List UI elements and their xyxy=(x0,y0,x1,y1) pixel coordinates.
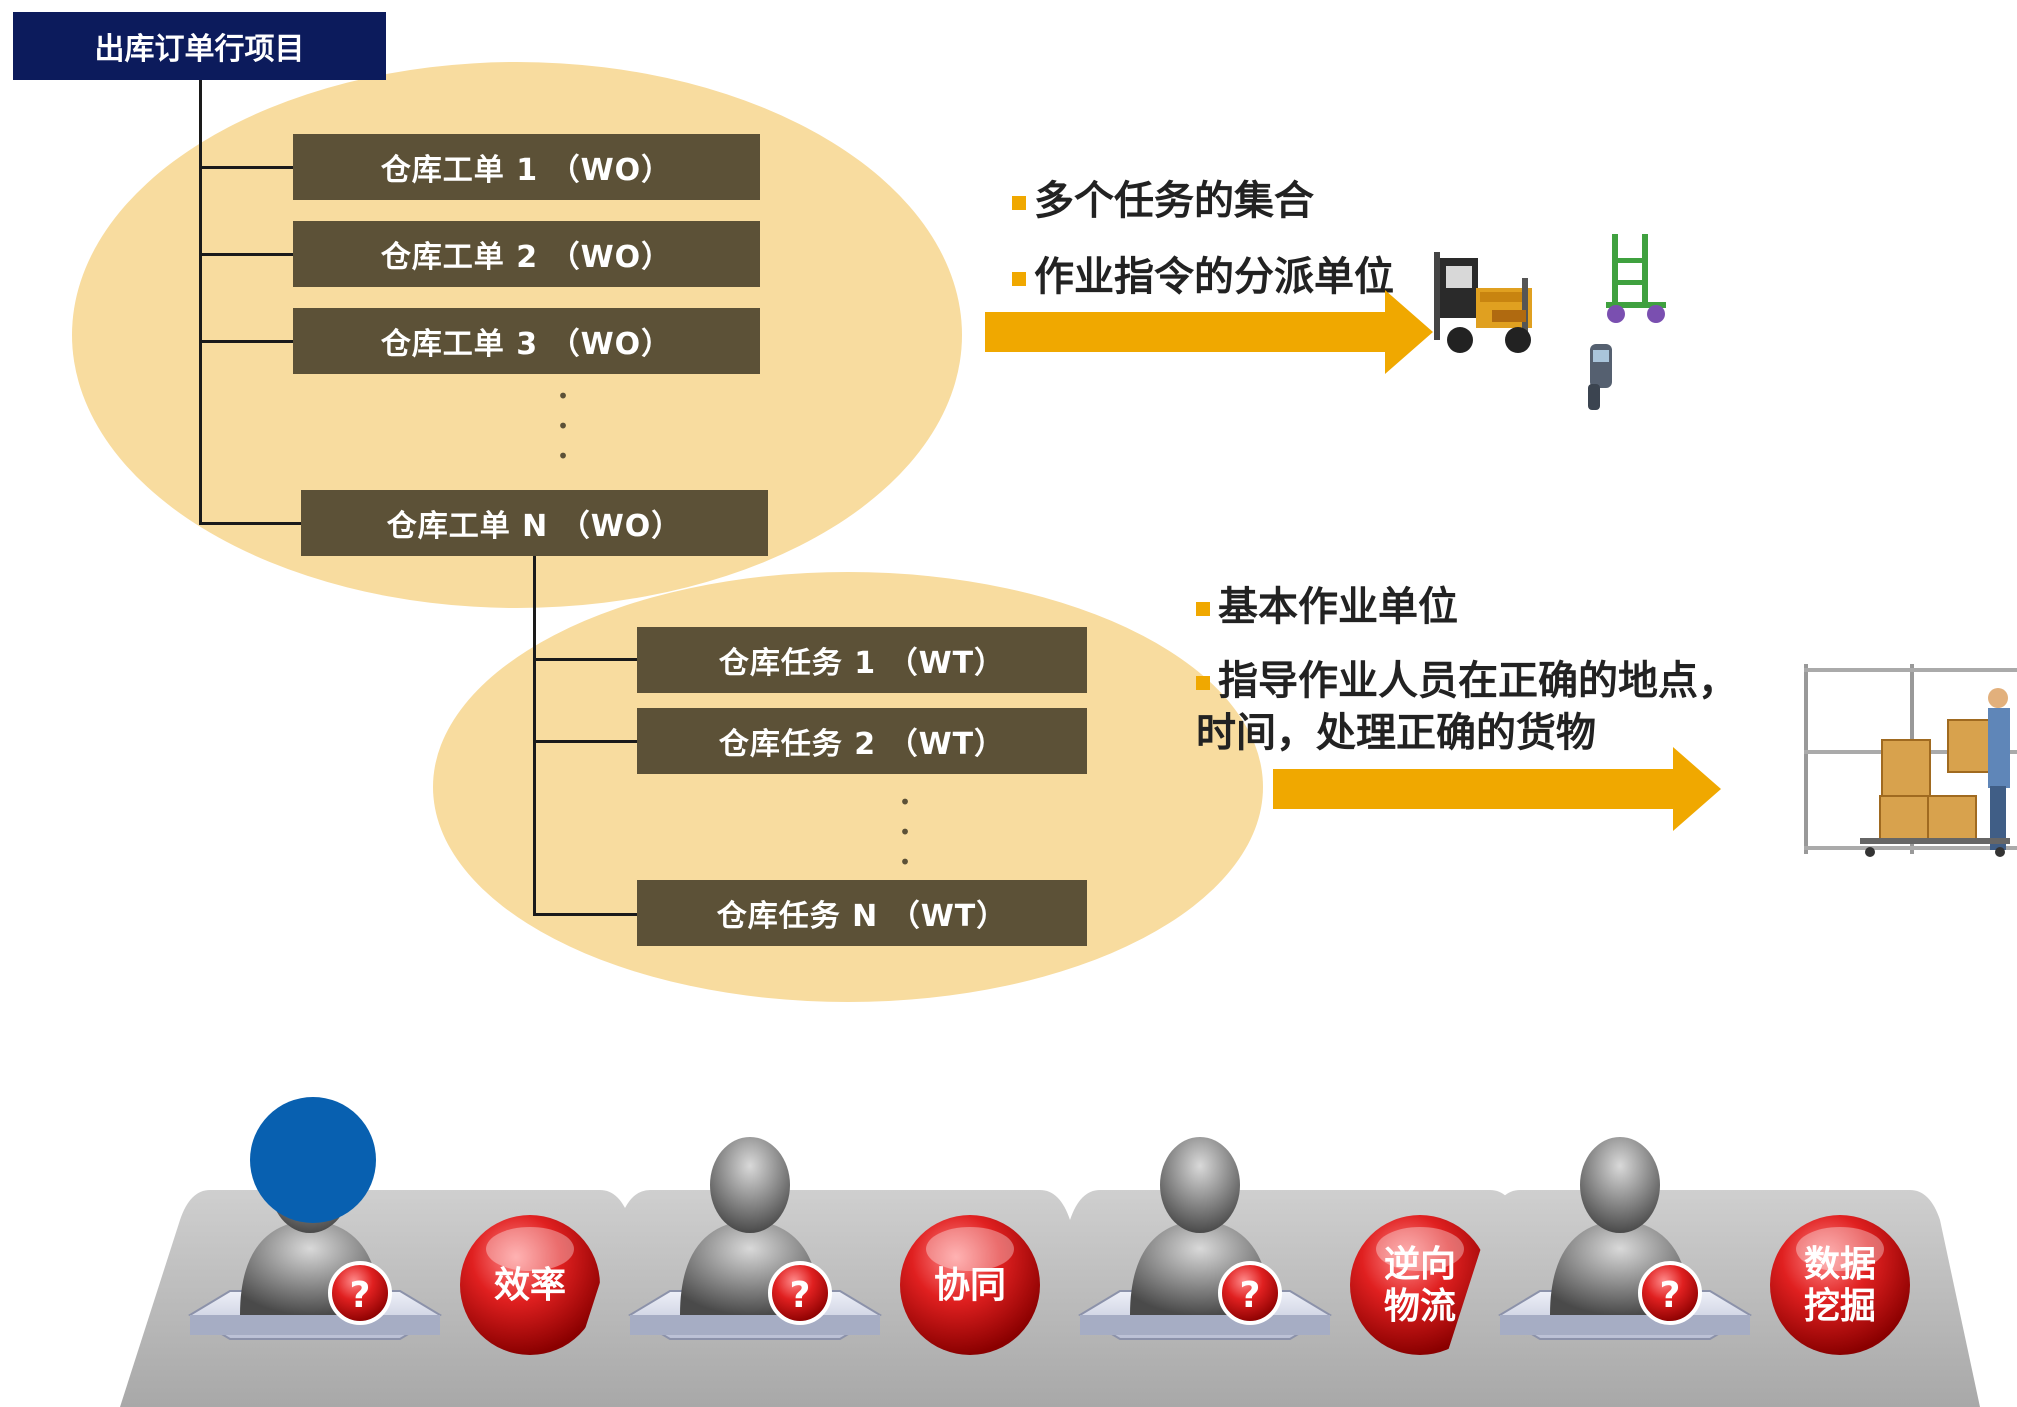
topic-ball-label: 逆向 xyxy=(1384,1244,1456,1285)
wt-ellipsis-dot: • xyxy=(899,850,911,874)
wo-arrow xyxy=(985,290,1433,374)
wt-branch-line xyxy=(533,913,638,916)
ball-highlight xyxy=(926,1227,1014,1271)
wo-trunk-line xyxy=(199,80,202,525)
wo-bullet: 多个任务的集合 xyxy=(1012,168,1314,226)
work-order-node: 仓库工单 3 （WO） xyxy=(293,308,760,374)
pedestal-side xyxy=(190,1315,440,1335)
topic-ball-label: 物流 xyxy=(1384,1286,1456,1327)
ball-highlight xyxy=(1796,1227,1884,1271)
topic-ball-label: 数据 xyxy=(1804,1244,1876,1285)
topic-ball xyxy=(900,1215,1040,1355)
wt-branch-line xyxy=(533,740,638,743)
topic-ball xyxy=(1350,1215,1490,1355)
work-task-node: 仓库任务 1 （WT） xyxy=(637,627,1087,693)
wt-bullet: 指导作业人员在正确的地点， xyxy=(1196,648,1738,706)
wt-trunk-line xyxy=(533,556,536,916)
question-badge-icon xyxy=(768,1261,832,1325)
work-task-node: 仓库任务 2 （WT） xyxy=(637,708,1087,774)
bullet-square-icon xyxy=(1012,196,1026,210)
ball-highlight xyxy=(1376,1227,1464,1271)
topic-ball xyxy=(1770,1215,1910,1355)
wo-branch-line xyxy=(199,522,302,525)
bullet-square-icon xyxy=(1196,602,1210,616)
wt-arrow xyxy=(1273,747,1721,831)
topic-ball xyxy=(460,1215,600,1355)
question-badge-text: ? xyxy=(790,1275,811,1316)
pedestal-side xyxy=(630,1315,880,1335)
wo-ellipsis-dot: • xyxy=(557,414,569,438)
person-head xyxy=(1160,1137,1240,1233)
question-badge-icon xyxy=(1218,1261,1282,1325)
wt-ellipsis-dot: • xyxy=(899,820,911,844)
wo-bullet: 作业指令的分派单位 xyxy=(1012,244,1394,302)
question-badge-text: ? xyxy=(1240,1275,1261,1316)
work-order-node: 仓库工单 N （WO） xyxy=(301,490,768,556)
barcode-scanner-icon xyxy=(1588,344,1612,410)
person-head xyxy=(1580,1137,1660,1233)
outbound-order-item-box: 出库订单行项目 xyxy=(13,12,386,80)
topic-ball-label: 协同 xyxy=(934,1265,1006,1306)
forklift-icon xyxy=(1434,252,1532,353)
wo-branch-line xyxy=(199,253,294,256)
wo-branch-line xyxy=(199,340,294,343)
question-badge-icon xyxy=(328,1261,392,1325)
question-panel: ? 协同 xyxy=(560,1137,1110,1407)
question-badge-icon xyxy=(1638,1261,1702,1325)
wo-ellipsis-dot: • xyxy=(557,384,569,408)
work-task-node: 仓库任务 N （WT） xyxy=(637,880,1087,946)
bullet-square-icon xyxy=(1012,272,1026,286)
question-panel: ? 效率 xyxy=(120,1137,670,1407)
wt-bullet: 基本作业单位 xyxy=(1196,574,1458,632)
wt-branch-line xyxy=(533,658,638,661)
topic-ball-label: 效率 xyxy=(494,1265,566,1306)
work-order-node: 仓库工单 1 （WO） xyxy=(293,134,760,200)
topic-ball-label: 挖掘 xyxy=(1804,1286,1876,1327)
warehouse-worker-icon xyxy=(1804,664,2017,857)
work-order-node: 仓库工单 2 （WO） xyxy=(293,221,760,287)
pedestal-side xyxy=(1080,1315,1330,1335)
ball-highlight xyxy=(486,1227,574,1271)
wo-branch-line xyxy=(199,166,294,169)
pedestal-side xyxy=(1500,1315,1750,1335)
wt-bullet-continuation: 时间，处理正确的货物 xyxy=(1196,710,1596,756)
wt-ellipsis-dot: • xyxy=(899,790,911,814)
question-badge-text: ? xyxy=(1660,1275,1681,1316)
bullet-square-icon xyxy=(1196,676,1210,690)
question-badge-text: ? xyxy=(350,1275,371,1316)
hand-truck-icon xyxy=(1606,234,1666,323)
wo-ellipsis-dot: • xyxy=(557,444,569,468)
person-head xyxy=(710,1137,790,1233)
blue-marker-circle xyxy=(250,1097,376,1223)
